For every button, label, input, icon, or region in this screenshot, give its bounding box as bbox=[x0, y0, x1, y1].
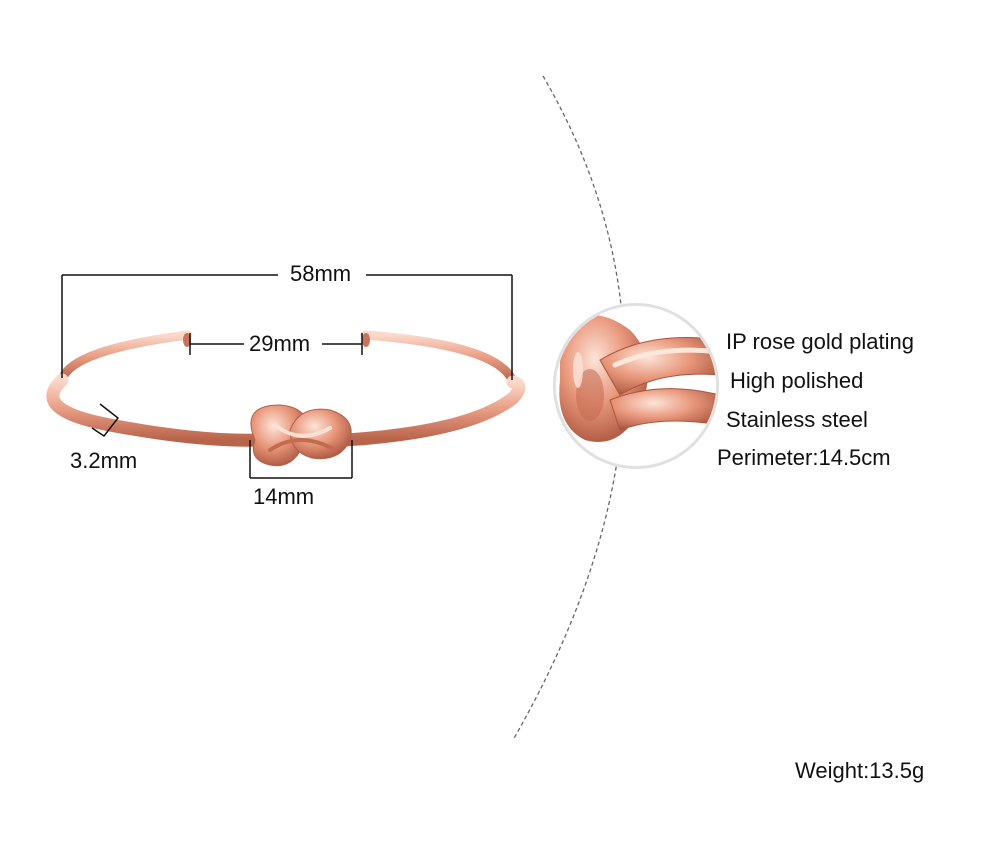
zoom-circle bbox=[553, 303, 719, 469]
dimension-3-2mm-line bbox=[91, 403, 120, 438]
bangle-end-right bbox=[362, 333, 370, 347]
feature-perimeter: Perimeter:14.5cm bbox=[717, 445, 891, 470]
dimension-58mm-line bbox=[61, 274, 513, 380]
dimension-outer-width-label: 58mm bbox=[286, 263, 356, 285]
bangle-back-rim bbox=[57, 330, 193, 385]
bangle-back-rim-right bbox=[360, 330, 518, 387]
feature-finish: High polished bbox=[730, 368, 864, 393]
knot bbox=[250, 404, 352, 467]
bangle-front-band bbox=[46, 373, 267, 447]
dimension-14mm-line bbox=[249, 440, 353, 479]
feature-plating: IP rose gold plating bbox=[726, 329, 914, 354]
bangle-end-left bbox=[183, 333, 191, 347]
feature-material: Stainless steel bbox=[726, 407, 868, 432]
dimension-knot-width-label: 14mm bbox=[253, 484, 315, 509]
weight-label: Weight:13.5g bbox=[795, 758, 925, 783]
bangle-front-band-right bbox=[338, 375, 526, 447]
dimension-29mm-line bbox=[189, 333, 363, 355]
dimension-wire-thickness-label: 3.2mm bbox=[70, 448, 138, 473]
dimension-opening-label: 29mm bbox=[245, 333, 315, 355]
